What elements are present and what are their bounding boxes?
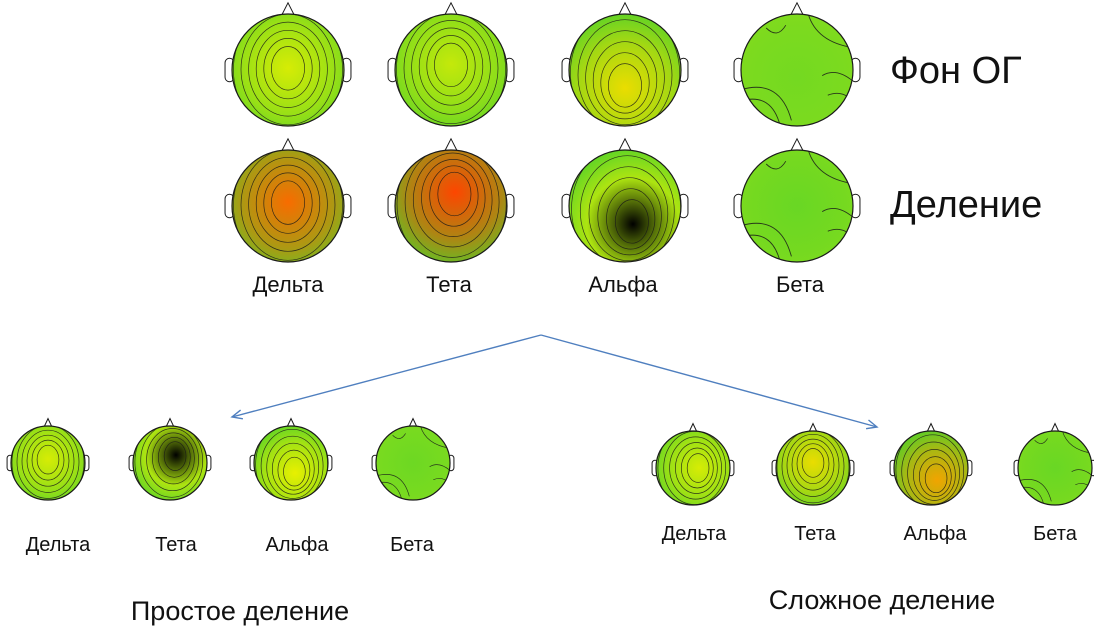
row-label-division: Деление bbox=[890, 184, 1043, 226]
head-outline bbox=[893, 430, 969, 506]
head-outline bbox=[10, 425, 86, 501]
complex-band-label-beta: Бета bbox=[1033, 523, 1077, 545]
head-map-div-beta bbox=[733, 137, 861, 263]
head-map-s-beta bbox=[371, 417, 455, 501]
head-outline bbox=[568, 149, 682, 263]
band-label-alpha: Альфа bbox=[588, 272, 658, 297]
head-scalp bbox=[133, 426, 207, 500]
simple-band-label-alpha: Альфа bbox=[265, 534, 329, 556]
head-map-bg-theta bbox=[387, 1, 515, 127]
head-scalp bbox=[232, 14, 344, 126]
complex-band-label-theta: Тета bbox=[794, 523, 836, 545]
head-outline bbox=[1017, 430, 1093, 506]
head-outline bbox=[231, 149, 345, 263]
head-outline bbox=[394, 13, 508, 127]
head-scalp bbox=[376, 426, 450, 500]
head-scalp bbox=[395, 14, 507, 126]
head-map-s-alpha bbox=[249, 417, 333, 501]
head-outline bbox=[775, 430, 851, 506]
band-label-theta: Тета bbox=[426, 272, 472, 297]
head-map-div-alpha bbox=[561, 137, 689, 263]
head-outline bbox=[740, 149, 854, 263]
head-map-c-beta bbox=[1013, 422, 1094, 506]
head-map-c-alpha bbox=[889, 422, 973, 506]
simple-band-label-beta: Бета bbox=[390, 534, 434, 556]
head-map-c-delta bbox=[651, 422, 735, 506]
head-map-bg-beta bbox=[733, 1, 861, 127]
head-scalp bbox=[232, 150, 344, 262]
head-scalp bbox=[1018, 431, 1092, 505]
head-map-bg-alpha bbox=[561, 1, 689, 127]
group-label-simple: Простое деление bbox=[130, 596, 350, 626]
head-outline bbox=[394, 149, 508, 263]
arrow-to-complex-division-head bbox=[865, 419, 879, 430]
head-outline bbox=[231, 13, 345, 127]
arrow-to-complex-division bbox=[540, 334, 878, 428]
group-label-complex: Сложное деление bbox=[768, 585, 996, 615]
head-scalp bbox=[741, 150, 853, 262]
head-map-bg-delta bbox=[224, 1, 352, 127]
head-outline bbox=[740, 13, 854, 127]
head-map-c-theta bbox=[771, 422, 855, 506]
head-scalp bbox=[569, 150, 681, 262]
head-scalp bbox=[776, 431, 850, 505]
head-scalp bbox=[741, 14, 853, 126]
head-outline bbox=[375, 425, 451, 501]
head-map-s-theta bbox=[128, 417, 212, 501]
head-scalp bbox=[395, 150, 507, 262]
arrow-to-simple-division bbox=[231, 334, 542, 418]
band-label-beta: Бета bbox=[775, 272, 825, 297]
division-arrows bbox=[230, 334, 879, 430]
band-label-delta: Дельта bbox=[252, 272, 324, 297]
simple-band-label-delta: Дельта bbox=[25, 534, 91, 556]
head-outline bbox=[132, 425, 208, 501]
complex-band-label-alpha: Альфа bbox=[903, 523, 967, 545]
head-map-s-delta bbox=[6, 417, 90, 501]
head-outline bbox=[655, 430, 731, 506]
head-map-div-delta bbox=[224, 137, 352, 263]
head-scalp bbox=[254, 426, 328, 500]
head-outline bbox=[568, 13, 682, 127]
head-scalp bbox=[11, 426, 85, 500]
arrow-to-simple-division-head bbox=[230, 409, 244, 420]
row-label-background: Фон ОГ bbox=[890, 50, 1022, 92]
head-map-div-theta bbox=[387, 137, 515, 263]
complex-band-label-delta: Дельта bbox=[661, 523, 727, 545]
head-outline bbox=[253, 425, 329, 501]
simple-band-label-theta: Тета bbox=[155, 534, 197, 556]
